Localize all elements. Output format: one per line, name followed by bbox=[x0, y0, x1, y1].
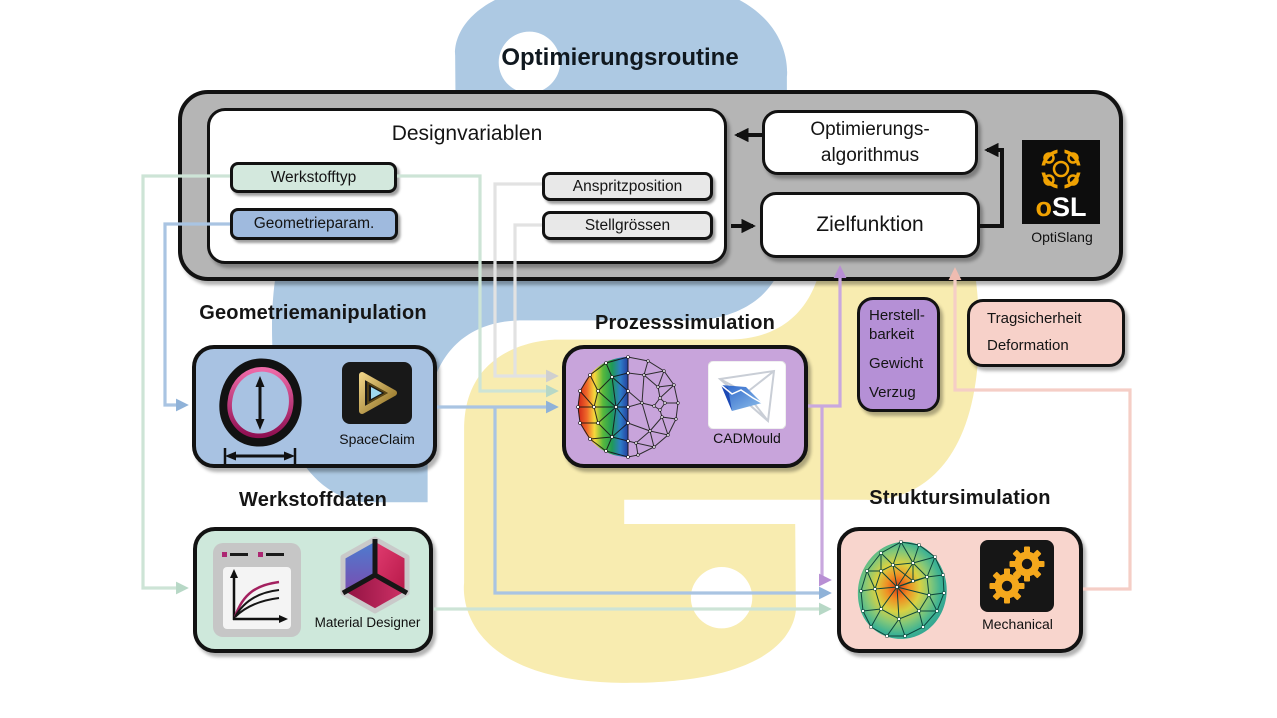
material-designer-label: Material Designer bbox=[314, 615, 421, 630]
optimization-algorithm-box: Optimierungs- algorithmus bbox=[762, 110, 978, 175]
spaceclaim-label: SpaceClaim bbox=[339, 431, 415, 447]
chip-anspritzposition-label: Anspritzposition bbox=[572, 177, 683, 195]
cadmould-logo bbox=[708, 361, 786, 429]
optislang-logo: oSL bbox=[1022, 140, 1100, 224]
material-curves-icon bbox=[213, 543, 301, 637]
output-gewicht: Gewicht bbox=[869, 354, 924, 372]
optislang-label: OptiSlang bbox=[1031, 229, 1093, 245]
process-outputs-box: Herstell- barkeit Gewicht Verzug bbox=[857, 297, 940, 412]
chip-werkstofftyp: Werkstofftyp bbox=[230, 162, 397, 193]
material-designer-logo bbox=[328, 534, 422, 614]
chip-werkstofftyp-label: Werkstofftyp bbox=[270, 168, 357, 186]
process-mesh-icon bbox=[576, 355, 680, 459]
section-title-structure: Struktursimulation bbox=[869, 487, 1051, 509]
line-process-to-structure bbox=[819, 406, 832, 587]
output-deformation: Deformation bbox=[987, 337, 1069, 354]
objective-function-box: Zielfunktion bbox=[760, 192, 980, 258]
section-title-material: Werkstoffdaten bbox=[238, 489, 387, 511]
structure-outputs-box: Tragsicherheit Deformation bbox=[967, 299, 1125, 367]
chip-stellgroessen-label: Stellgrössen bbox=[584, 216, 671, 234]
output-herstellbarkeit-line2: barkeit bbox=[869, 325, 915, 343]
section-title-geometry: Geometriemanipulation bbox=[199, 302, 427, 324]
line-process-to-objective bbox=[808, 265, 847, 408]
mechanical-logo bbox=[980, 540, 1054, 612]
output-herstellbarkeit-line1: Herstell- bbox=[869, 307, 925, 324]
mechanical-label: Mechanical bbox=[982, 616, 1053, 632]
design-variables-title: Designvariablen bbox=[391, 122, 543, 145]
spaceclaim-logo bbox=[342, 362, 412, 424]
chip-anspritzposition: Anspritzposition bbox=[542, 172, 713, 201]
cadmould-label: CADMould bbox=[713, 430, 781, 446]
structure-mesh-icon bbox=[857, 540, 947, 639]
algorithm-label-line1: Optimierungs- bbox=[810, 118, 930, 140]
objective-function-label: Zielfunktion bbox=[816, 213, 924, 236]
output-verzug: Verzug bbox=[869, 384, 916, 402]
output-tragsicherheit: Tragsicherheit bbox=[987, 310, 1082, 327]
section-title-process: Prozesssimulation bbox=[594, 312, 776, 334]
optislang-logo-text: oSL bbox=[1035, 192, 1086, 222]
chip-geometrieparam: Geometrieparam. bbox=[230, 208, 398, 240]
algorithm-label-line2: algorithmus bbox=[820, 144, 920, 166]
chip-geometrieparam-label: Geometrieparam. bbox=[253, 215, 375, 232]
geometry-profile-icon bbox=[219, 358, 302, 464]
page-title: Optimierungsroutine bbox=[501, 44, 739, 71]
chip-stellgroessen: Stellgrössen bbox=[542, 211, 713, 240]
